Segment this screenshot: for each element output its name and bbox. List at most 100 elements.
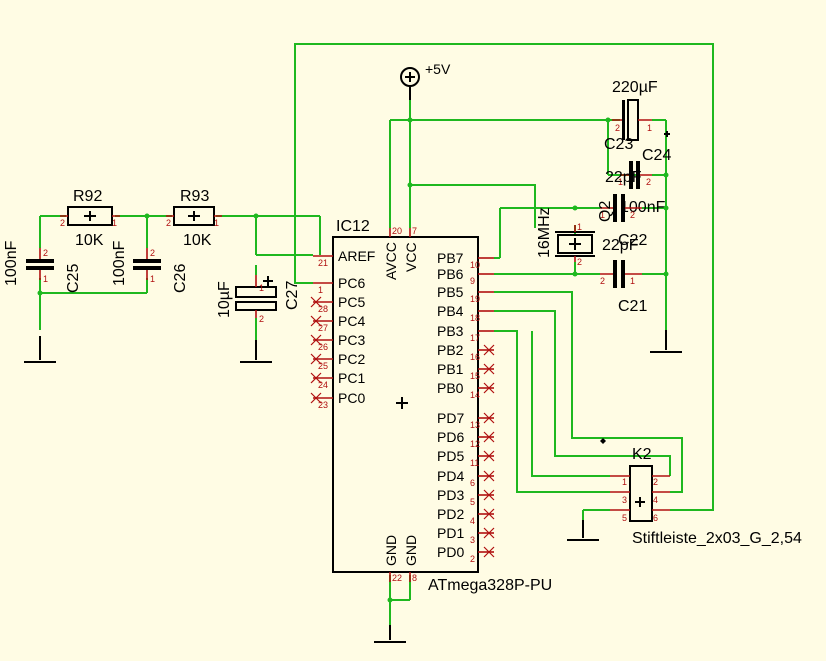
capacitor-c24: 1 2 C24 100nF: [618, 147, 671, 216]
svg-text:2: 2: [653, 477, 658, 487]
svg-text:1: 1: [150, 274, 155, 284]
ic-pin-label: PC2: [338, 351, 365, 367]
resistor-r92: 2 1 R92 10K: [60, 188, 120, 249]
ic-pin-label: PC4: [338, 313, 365, 329]
pin-vcc: VCC: [403, 242, 419, 272]
c22-name: C22: [618, 232, 647, 249]
svg-text:4: 4: [653, 495, 658, 505]
svg-text:2: 2: [577, 257, 582, 267]
ic-right-pins: 10PB79PB619PB518PB417PB316PB215PB114PB01…: [437, 250, 495, 564]
supply-label: +5V: [425, 61, 451, 77]
svg-text:28: 28: [318, 304, 328, 314]
r93-value: 10K: [183, 232, 212, 249]
ic-pin-label: PD2: [437, 506, 464, 522]
c21-value: 22pF: [602, 237, 639, 254]
junctions: [37, 117, 669, 603]
ic-pin-pd1: 3 PD1: [437, 525, 495, 545]
ic-pin-label: PB3: [437, 323, 464, 339]
c26-value: 100nF: [111, 240, 128, 286]
ic-pin-pd7: 13 PD7: [437, 410, 495, 430]
crystal-q2: 1 2 16MHz Q2: [536, 201, 614, 267]
ic-part: ATmega328P-PU: [428, 577, 552, 594]
ic-pin-label: PC0: [338, 390, 365, 406]
svg-text:1: 1: [112, 218, 117, 228]
svg-text:11: 11: [470, 458, 479, 468]
resistor-r93: 2 1 R93 10K: [166, 188, 222, 249]
ic-pin-label: PC3: [338, 332, 365, 348]
svg-text:22: 22: [392, 573, 402, 583]
svg-text:9: 9: [470, 276, 475, 286]
ic-pin-label: PB2: [437, 342, 464, 358]
capacitor-c27: 1 2 10µF C27: [216, 275, 301, 324]
svg-text:2: 2: [470, 554, 475, 564]
capacitor-c22: 1 2 22pF C22: [600, 169, 647, 249]
svg-text:1: 1: [600, 210, 605, 220]
svg-text:8: 8: [412, 573, 417, 583]
ic-pin-label: PD0: [437, 544, 464, 560]
svg-text:18: 18: [470, 313, 480, 323]
svg-text:2: 2: [150, 248, 155, 258]
ic-pin-pc6: 1 PC6: [313, 275, 365, 295]
ic-pin-label: PC6: [338, 275, 365, 291]
svg-text:21: 21: [318, 258, 328, 268]
ic-pin-pd2: 4 PD2: [437, 506, 495, 526]
ic-pin-pc3: 26 PC3: [310, 332, 365, 352]
ic-pin-label: PD3: [437, 487, 464, 503]
svg-text:23: 23: [318, 400, 328, 410]
svg-text:13: 13: [470, 420, 480, 430]
svg-text:1: 1: [318, 285, 323, 295]
svg-text:1: 1: [647, 123, 652, 133]
svg-text:2: 2: [615, 123, 620, 133]
ic-pin-label: PD7: [437, 410, 464, 426]
ic-pin-label: PB4: [437, 303, 464, 319]
r92-name: R92: [73, 188, 102, 205]
svg-text:2: 2: [60, 218, 65, 228]
svg-text:2: 2: [646, 177, 651, 187]
svg-text:1: 1: [259, 283, 264, 293]
ic-name: IC12: [336, 218, 370, 235]
svg-text:24: 24: [318, 380, 328, 390]
ic-pin-pc5: 28 PC5: [310, 294, 365, 314]
svg-text:6: 6: [653, 513, 658, 523]
ic-pin-label: PC5: [338, 294, 365, 310]
svg-text:27: 27: [318, 323, 328, 333]
svg-text:12: 12: [470, 439, 480, 449]
svg-text:15: 15: [470, 371, 480, 381]
q2-name: Q2: [597, 201, 614, 222]
q2-value: 16MHz: [536, 207, 553, 258]
c24-value: 100nF: [620, 199, 666, 216]
svg-text:4: 4: [470, 516, 475, 526]
pin-avcc: AVCC: [383, 242, 399, 280]
capacitor-c26: 2 1 100nF C26: [111, 240, 189, 293]
k2-value: Stiftleiste_2x03_G_2,54: [632, 530, 802, 547]
pin-header-k2: 1 2 3 4 5 6 K2 Stiftleiste_2x03_G_2,54: [600, 438, 802, 547]
r93-name: R93: [180, 188, 209, 205]
r92-value: 10K: [75, 232, 104, 249]
svg-text:7: 7: [412, 226, 417, 236]
capacitor-c25: 2 1 100nF C25: [3, 240, 82, 293]
pin-gnd-22: GND: [383, 535, 399, 566]
capacitor-c21: 2 1 22pF C21: [600, 237, 647, 315]
ic-pin-label: PD1: [437, 525, 464, 541]
ic-pin-label: PD4: [437, 468, 464, 484]
svg-text:3: 3: [470, 535, 475, 545]
ic-pin-label: AREF: [338, 248, 375, 264]
ic-pin-label: PB7: [437, 250, 464, 266]
svg-text:17: 17: [470, 333, 480, 343]
c23-name: C23: [604, 136, 633, 153]
svg-text:1: 1: [43, 274, 48, 284]
svg-text:26: 26: [318, 342, 328, 352]
c27-value: 10µF: [216, 281, 233, 318]
svg-text:3: 3: [622, 495, 627, 505]
